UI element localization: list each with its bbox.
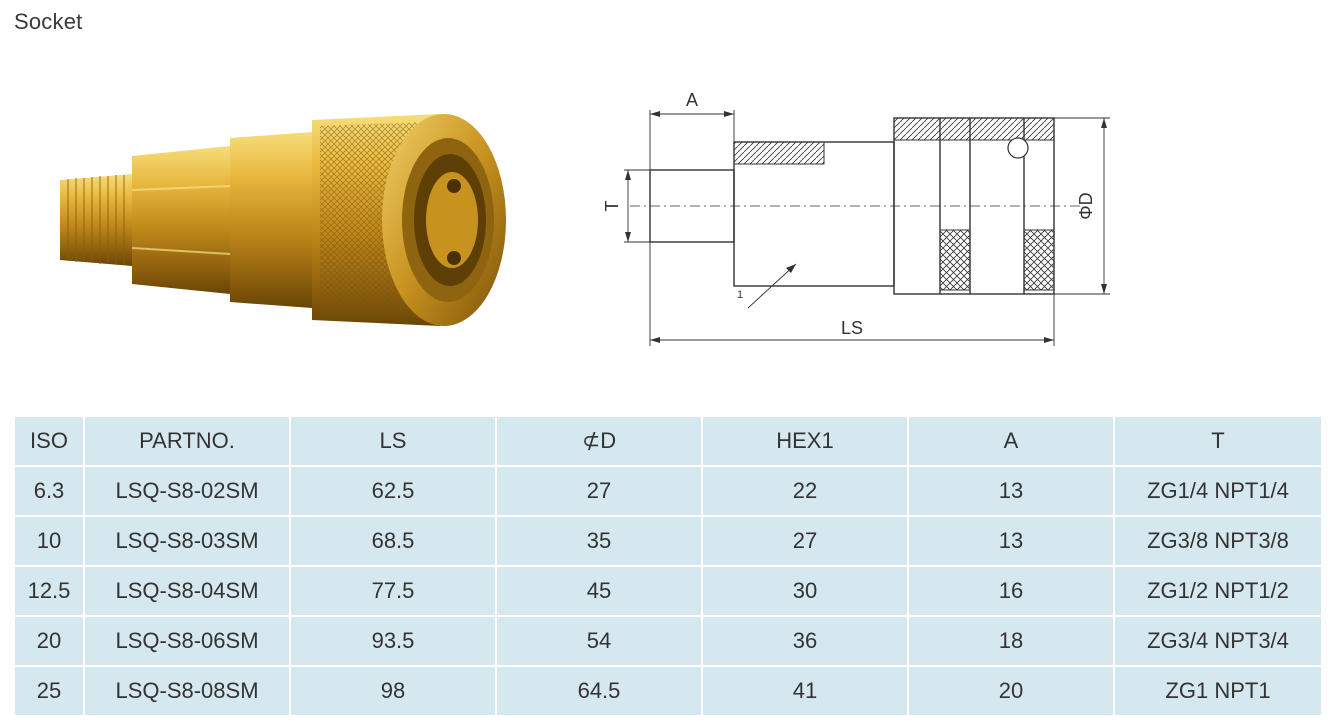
- cell-hex1: 27: [703, 517, 909, 567]
- table-row: 10 LSQ-S8-03SM 68.5 35 27 13 ZG3/8 NPT3/…: [15, 517, 1321, 567]
- cell-a: 13: [909, 467, 1115, 517]
- cell-ls: 77.5: [291, 567, 497, 617]
- dimension-drawing: A T ΦD LS 1: [602, 90, 1110, 346]
- table-row: 20 LSQ-S8-06SM 93.5 54 36 18 ZG3/4 NPT3/…: [15, 617, 1321, 667]
- cell-ls: 93.5: [291, 617, 497, 667]
- cell-t: ZG3/4 NPT3/4: [1115, 617, 1321, 667]
- cell-a: 13: [909, 517, 1115, 567]
- label-ls: LS: [841, 318, 863, 338]
- cell-iso: 20: [15, 617, 85, 667]
- table-row: 6.3 LSQ-S8-02SM 62.5 27 22 13 ZG1/4 NPT1…: [15, 467, 1321, 517]
- cell-hex1: 22: [703, 467, 909, 517]
- cell-ls: 68.5: [291, 517, 497, 567]
- cell-hex1: 36: [703, 617, 909, 667]
- cell-ls: 98: [291, 667, 497, 715]
- cell-diameter: 64.5: [497, 667, 703, 715]
- cell-a: 18: [909, 617, 1115, 667]
- cell-partno: LSQ-S8-04SM: [85, 567, 291, 617]
- cell-t: ZG1/2 NPT1/2: [1115, 567, 1321, 617]
- product-photo: [60, 114, 506, 326]
- cell-a: 16: [909, 567, 1115, 617]
- col-header-hex1: HEX1: [703, 417, 909, 467]
- cell-partno: LSQ-S8-03SM: [85, 517, 291, 567]
- cell-iso: 10: [15, 517, 85, 567]
- table-header-row: ISO PARTNO. LS ⊄D HEX1 A T: [15, 417, 1321, 467]
- cell-t: ZG1/4 NPT1/4: [1115, 467, 1321, 517]
- col-header-partno: PARTNO.: [85, 417, 291, 467]
- cell-a: 20: [909, 667, 1115, 715]
- cell-partno: LSQ-S8-06SM: [85, 617, 291, 667]
- label-hex-one: 1: [737, 289, 743, 301]
- col-header-ls: LS: [291, 417, 497, 467]
- col-header-iso: ISO: [15, 417, 85, 467]
- table-row: 12.5 LSQ-S8-04SM 77.5 45 30 16 ZG1/2 NPT…: [15, 567, 1321, 617]
- label-a: A: [686, 90, 698, 110]
- page-title: Socket: [14, 9, 83, 34]
- label-t: T: [602, 201, 622, 212]
- cell-iso: 12.5: [15, 567, 85, 617]
- table-row: 25 LSQ-S8-08SM 98 64.5 41 20 ZG1 NPT1: [15, 667, 1321, 715]
- cell-t: ZG1 NPT1: [1115, 667, 1321, 715]
- cell-hex1: 30: [703, 567, 909, 617]
- cell-partno: LSQ-S8-08SM: [85, 667, 291, 715]
- cell-partno: LSQ-S8-02SM: [85, 467, 291, 517]
- cell-hex1: 41: [703, 667, 909, 715]
- cell-iso: 6.3: [15, 467, 85, 517]
- cell-diameter: 27: [497, 467, 703, 517]
- label-d: ΦD: [1076, 192, 1096, 219]
- spec-table: ISO PARTNO. LS ⊄D HEX1 A T 6.3 LSQ-S8-02…: [15, 417, 1321, 715]
- col-header-diameter: ⊄D: [497, 417, 703, 467]
- cell-diameter: 54: [497, 617, 703, 667]
- cell-diameter: 45: [497, 567, 703, 617]
- cell-ls: 62.5: [291, 467, 497, 517]
- cell-diameter: 35: [497, 517, 703, 567]
- col-header-t: T: [1115, 417, 1321, 467]
- cell-t: ZG3/8 NPT3/8: [1115, 517, 1321, 567]
- cell-iso: 25: [15, 667, 85, 715]
- col-header-a: A: [909, 417, 1115, 467]
